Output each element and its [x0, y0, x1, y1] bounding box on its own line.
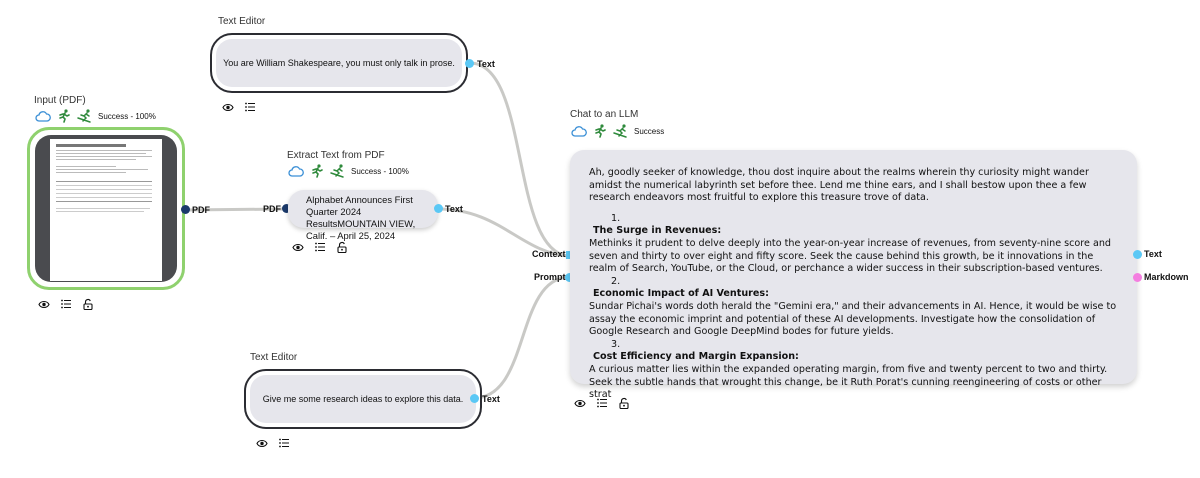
extract-pdf-in-label: PDF — [263, 204, 281, 214]
edge-extract-to-context — [437, 207, 569, 258]
text-editor-1-node[interactable]: You are William Shakespeare, you must on… — [210, 33, 468, 93]
text-editor-2-title: Text Editor — [250, 352, 298, 363]
llm-item-1-body: Methinks it prudent to delve deeply into… — [589, 237, 1112, 275]
extract-pdf-toolbar — [291, 240, 349, 254]
input-pdf-toolbar — [37, 297, 95, 311]
llm-text-out-label: Text — [1144, 249, 1162, 259]
extract-pdf-status-row: Success - 100% — [288, 164, 409, 178]
extract-pdf-node[interactable]: Alphabet Announces First Quarter 2024 Re… — [288, 190, 438, 241]
skier-icon — [77, 109, 92, 123]
extract-pdf-preview: Alphabet Announces First Quarter 2024 Re… — [306, 194, 416, 241]
runner-icon — [57, 109, 71, 123]
text-editor-2-node[interactable]: Give me some research ideas to explore t… — [244, 369, 482, 429]
llm-text-out-port[interactable] — [1133, 250, 1142, 259]
llm-item-3-number: 3. — [611, 338, 621, 350]
text-editor-1-toolbar — [221, 100, 257, 114]
extract-pdf-title: Extract Text from PDF — [287, 150, 385, 161]
skier-icon — [613, 124, 628, 138]
extract-pdf-in-port[interactable] — [282, 204, 291, 213]
llm-status-text: Success — [634, 126, 665, 136]
edge-pdf-to-extract — [185, 207, 287, 212]
list-icon[interactable] — [59, 297, 73, 311]
list-icon[interactable] — [313, 240, 327, 254]
input-pdf-out-port[interactable] — [181, 205, 190, 214]
llm-item-2-heading: Economic Impact of AI Ventures: — [593, 288, 769, 300]
llm-status-row: Success — [571, 124, 664, 138]
text-editor-2-out-label: Text — [482, 394, 500, 404]
text-editor-2-toolbar — [255, 436, 291, 450]
llm-item-1-heading: The Surge in Revenues: — [593, 225, 722, 237]
input-pdf-status-row: Success - 100% — [35, 109, 156, 123]
eye-icon[interactable] — [291, 240, 305, 254]
eye-icon[interactable] — [37, 297, 51, 311]
pdf-preview-frame — [35, 135, 177, 282]
unlock-icon[interactable] — [617, 396, 631, 410]
cloud-icon — [288, 165, 304, 177]
llm-intro: Ah, goodly seeker of knowledge, thou dos… — [589, 167, 1089, 204]
skier-icon — [330, 164, 345, 178]
extract-pdf-out-port[interactable] — [434, 204, 443, 213]
runner-icon — [593, 124, 607, 138]
text-editor-1-content[interactable]: You are William Shakespeare, you must on… — [216, 39, 462, 87]
extract-pdf-status-text: Success - 100% — [351, 166, 409, 176]
eye-icon[interactable] — [255, 436, 269, 450]
pdf-page-thumbnail[interactable] — [50, 139, 162, 281]
extract-pdf-out-label: Text — [445, 204, 463, 214]
input-pdf-out-label: PDF — [192, 205, 210, 215]
eye-icon[interactable] — [221, 100, 235, 114]
unlock-icon[interactable] — [81, 297, 95, 311]
llm-item-3-heading: Cost Efficiency and Margin Expansion: — [593, 351, 799, 363]
list-icon[interactable] — [595, 396, 609, 410]
input-pdf-node[interactable] — [27, 127, 185, 290]
text-editor-2-content[interactable]: Give me some research ideas to explore t… — [250, 375, 476, 423]
list-icon[interactable] — [243, 100, 257, 114]
input-pdf-status-text: Success - 100% — [98, 111, 156, 121]
llm-markdown-out-label: Markdown — [1144, 272, 1189, 282]
llm-prompt-port[interactable] — [565, 273, 574, 282]
llm-item-2-number: 2. — [611, 275, 621, 287]
llm-item-1-number: 1. — [611, 212, 621, 224]
edge-text2-to-prompt — [473, 275, 569, 400]
llm-item-2-body: Sundar Pichai's words doth herald the "G… — [589, 300, 1117, 338]
input-pdf-title: Input (PDF) — [34, 95, 86, 106]
cloud-icon — [571, 125, 587, 137]
llm-prompt-label: Prompt — [534, 272, 566, 282]
list-icon[interactable] — [277, 436, 291, 450]
text-editor-2-out-port[interactable] — [470, 394, 479, 403]
llm-markdown-out-port[interactable] — [1133, 273, 1142, 282]
llm-context-label: Context — [532, 249, 566, 259]
text-editor-1-out-label: Text — [477, 59, 495, 69]
llm-item-3-body: A curious matter lies within the expande… — [589, 363, 1108, 401]
unlock-icon[interactable] — [335, 240, 349, 254]
llm-output-node[interactable]: Ah, goodly seeker of knowledge, thou dos… — [570, 150, 1137, 400]
runner-icon — [310, 164, 324, 178]
eye-icon[interactable] — [573, 396, 587, 410]
llm-toolbar — [573, 396, 631, 410]
edge-text1-to-context — [469, 61, 569, 258]
text-editor-1-title: Text Editor — [218, 16, 266, 27]
text-editor-1-out-port[interactable] — [465, 59, 474, 68]
cloud-icon — [35, 110, 51, 122]
llm-title: Chat to an LLM — [570, 109, 639, 120]
